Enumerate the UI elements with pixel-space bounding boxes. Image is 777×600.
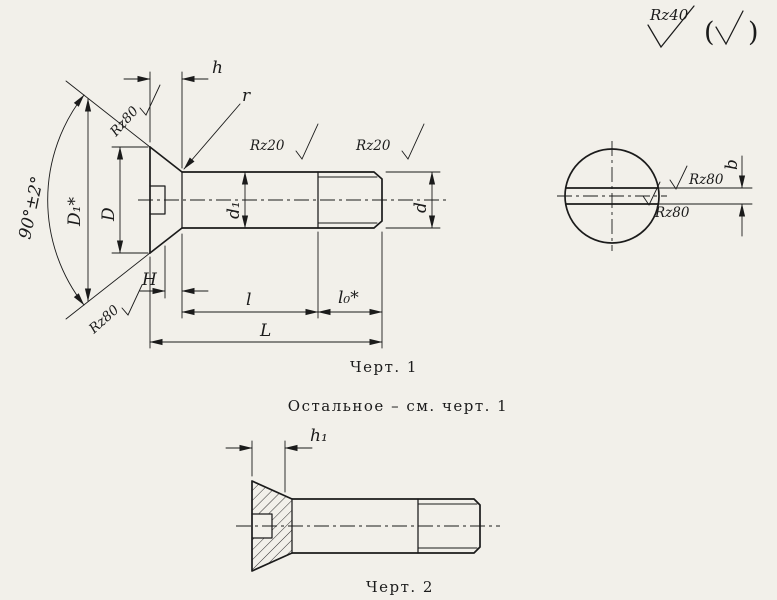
dim-label-b: b <box>722 159 742 170</box>
dim-label-h: h <box>212 58 223 78</box>
dim-label-D1: D₁* <box>65 197 85 227</box>
fig1-caption: Черт. 1 <box>350 358 418 376</box>
dim-label-D: D <box>99 207 119 222</box>
roughness-check-icon <box>139 84 161 116</box>
roughness-label-thread: Rz20 <box>355 138 391 154</box>
fig2-thread-lines <box>417 503 478 549</box>
dim-label-H: H <box>141 270 158 290</box>
roughness-check-icon <box>121 284 143 316</box>
dim-label-r: r <box>242 86 251 106</box>
dim-label-h1: h₁ <box>310 426 328 446</box>
fig1-angle-arc <box>47 94 85 306</box>
roughness-label-cone: Rz80 <box>106 103 142 140</box>
fig1-cone-extension-top <box>65 80 151 148</box>
paren-open: ( <box>704 17 715 48</box>
roughness-label-slot-upper: Rz80 <box>688 172 724 188</box>
roughness-label-slot-lower: Rz80 <box>654 205 690 221</box>
roughness-check-icon <box>669 165 688 190</box>
roughness-check-icon <box>401 123 425 160</box>
fig2-note: Остальное – см. черт. 1 <box>288 397 508 415</box>
dim-label-l0: l₀* <box>338 288 359 308</box>
end-view: b Rz80 Rz80 <box>557 141 753 251</box>
roughness-check-icon <box>642 181 661 206</box>
general-roughness-mark: Rz40 ( ) <box>647 5 759 49</box>
dim-label-angle: 90°±2° <box>15 175 48 241</box>
roughness-label-general: Rz40 <box>649 6 689 24</box>
fig1-dimensions: 90°±2° D₁* D h r d₁ d H l <box>15 58 441 349</box>
roughness-check-icon <box>715 10 744 46</box>
roughness-check-icon <box>647 5 695 49</box>
end-view-centerlines <box>557 141 667 251</box>
fig1-view <box>65 80 446 320</box>
fig2-view: Остальное – см. черт. 1 h₁ <box>225 397 508 572</box>
dim-label-L: L <box>259 321 271 341</box>
fig1-thread-lines <box>317 176 378 224</box>
fig2-slot <box>251 513 273 539</box>
dim-label-l: l <box>246 290 251 310</box>
dim-label-d: d <box>411 202 431 213</box>
fig1-slot <box>149 185 166 215</box>
paren-close: ) <box>748 17 759 48</box>
fig1-cone-extension-bottom <box>65 252 151 320</box>
dim-label-d1: d₁ <box>224 201 244 219</box>
roughness-label-shank: Rz20 <box>249 138 285 154</box>
roughness-label-edge: Rz80 <box>85 302 122 338</box>
roughness-check-icon <box>295 123 319 160</box>
fig2-caption: Черт. 2 <box>366 578 434 596</box>
